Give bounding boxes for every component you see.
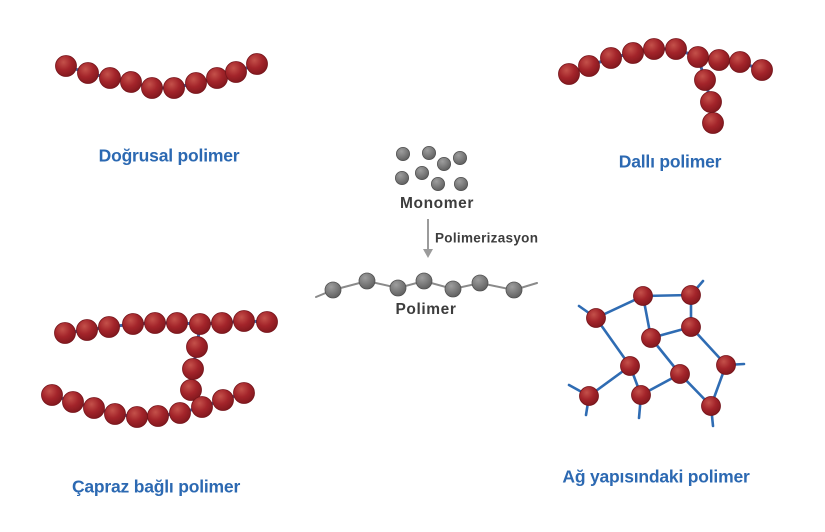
- molecule-ball: [578, 55, 600, 77]
- molecule-ball: [233, 382, 255, 404]
- molecule-ball: [751, 59, 773, 81]
- molecule-ball: [191, 396, 213, 418]
- molecule-ball: [256, 311, 278, 333]
- monomer-cluster-graphic: [394, 145, 468, 191]
- molecule-ball: [702, 112, 724, 134]
- linear-polymer-label: Doğrusal polimer: [98, 145, 240, 166]
- molecule-ball: [579, 386, 599, 406]
- molecule-ball: [104, 403, 126, 425]
- molecule-ball: [99, 67, 121, 89]
- molecule-ball: [600, 47, 622, 69]
- molecule-ball: [180, 379, 202, 401]
- polymer-label: Polimer: [395, 301, 457, 318]
- crosslinked-polymer-graphic: [41, 310, 278, 428]
- molecule-ball: [505, 281, 523, 299]
- molecule-ball: [189, 313, 211, 335]
- molecule-ball: [144, 312, 166, 334]
- molecule-ball: [681, 285, 701, 305]
- molecule-ball: [98, 316, 120, 338]
- molecule-ball: [246, 53, 268, 75]
- molecule-ball: [211, 312, 233, 334]
- molecule-ball: [694, 69, 716, 91]
- molecule-ball: [453, 176, 468, 191]
- molecule-ball: [430, 176, 445, 191]
- molecule-ball: [452, 150, 467, 165]
- polymerization-arrow: [423, 219, 433, 258]
- molecule-ball: [700, 91, 722, 113]
- network-polymer-graphic: [567, 279, 746, 428]
- molecule-ball: [120, 71, 142, 93]
- arrowhead-icon: [423, 249, 433, 258]
- molecule-ball: [324, 281, 342, 299]
- molecule-ball: [421, 145, 436, 160]
- molecule-ball: [186, 336, 208, 358]
- linear-polymer-graphic: [55, 53, 268, 99]
- molecule-ball: [414, 165, 429, 180]
- molecule-ball: [55, 55, 77, 77]
- molecule-ball: [670, 364, 690, 384]
- molecule-ball: [212, 389, 234, 411]
- branched-polymer-graphic: [558, 38, 773, 134]
- molecule-ball: [558, 63, 580, 85]
- molecule-ball: [620, 356, 640, 376]
- molecule-ball: [394, 170, 409, 185]
- polymer-chain-graphic: [315, 272, 538, 299]
- molecule-ball: [163, 77, 185, 99]
- molecule-ball: [141, 77, 163, 99]
- molecule-ball: [147, 405, 169, 427]
- crosslinked-polymer-label: Çapraz bağlı polimer: [71, 476, 241, 497]
- network-polymer-label: Ağ yapısındaki polimer: [562, 466, 750, 487]
- molecule-ball: [444, 280, 462, 298]
- monomer-label: Monomer: [400, 195, 474, 212]
- molecule-ball: [41, 384, 63, 406]
- molecule-ball: [665, 38, 687, 60]
- molecule-ball: [701, 396, 721, 416]
- molecule-ball: [681, 317, 701, 337]
- molecule-ball: [631, 385, 651, 405]
- molecule-ball: [233, 310, 255, 332]
- molecule-ball: [436, 156, 451, 171]
- molecule-ball: [206, 67, 228, 89]
- molecule-ball: [62, 391, 84, 413]
- molecule-ball: [716, 355, 736, 375]
- molecule-ball: [633, 286, 653, 306]
- molecule-ball: [471, 274, 489, 292]
- molecule-ball: [729, 51, 751, 73]
- molecule-ball: [415, 272, 433, 290]
- molecule-ball: [182, 358, 204, 380]
- molecule-ball: [169, 402, 191, 424]
- bond-line: [63, 319, 269, 335]
- molecule-ball: [389, 279, 407, 297]
- molecule-ball: [76, 319, 98, 341]
- polymerization-label: Polimerizasyon: [435, 230, 539, 246]
- molecule-ball: [225, 61, 247, 83]
- molecule-ball: [126, 406, 148, 428]
- molecule-ball: [77, 62, 99, 84]
- molecule-ball: [54, 322, 76, 344]
- molecule-ball: [586, 308, 606, 328]
- branched-polymer-label: Dallı polimer: [618, 151, 722, 172]
- molecule-ball: [122, 313, 144, 335]
- molecule-ball: [687, 46, 709, 68]
- molecule-ball: [622, 42, 644, 64]
- molecule-ball: [641, 328, 661, 348]
- molecule-ball: [358, 272, 376, 290]
- molecule-ball: [708, 49, 730, 71]
- molecule-ball: [83, 397, 105, 419]
- molecule-ball: [395, 146, 410, 161]
- molecule-ball: [185, 72, 207, 94]
- molecule-ball: [166, 312, 188, 334]
- molecule-ball: [643, 38, 665, 60]
